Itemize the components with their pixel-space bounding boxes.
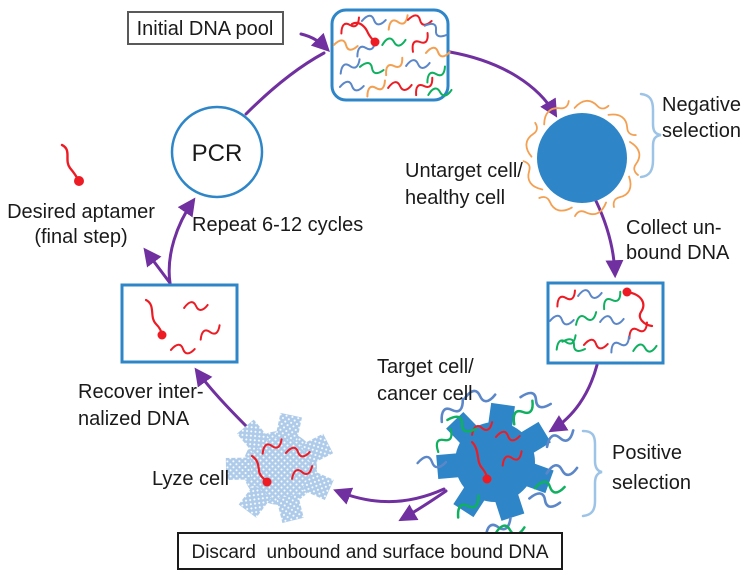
- arrow-recover-box-to-desired-aptamer: [143, 247, 172, 285]
- negative-selection-bracket: [639, 92, 662, 179]
- negative-selection-label-line2: selection: [662, 120, 741, 142]
- arrow-pcr-to-dna-pool: [244, 51, 326, 116]
- arrow-initial-pool-to-dna-pool: [299, 32, 330, 52]
- lyze-cell-label: Lyze cell: [152, 468, 229, 490]
- desired-aptamer-label-line1: Desired aptamer: [7, 201, 155, 223]
- repeat-cycles-label: Repeat 6-12 cycles: [192, 214, 363, 236]
- arrow-unbound-box-to-target-cell: [548, 363, 599, 433]
- recovered-dna-box: [120, 283, 239, 364]
- untarget-cell-label: Untarget cell/ healthy cell: [405, 160, 523, 209]
- cycle-arrows: [143, 32, 624, 522]
- unbound-dna-box: [546, 281, 665, 365]
- arrow-recover-box-to-pcr: [167, 197, 196, 285]
- target-cell-label: Target cell/ cancer cell: [377, 356, 474, 405]
- healthy-cell-node: [521, 97, 641, 219]
- recover-internalized-label: Recover inter- nalized DNA: [78, 381, 204, 430]
- positive-selection-annotation: Positive selection: [581, 429, 691, 518]
- target-cell-node: [416, 385, 579, 540]
- untarget-cell-label-line1: Untarget cell/: [405, 160, 523, 182]
- arrow-healthy-cell-to-unbound-box: [594, 199, 624, 279]
- initial-dna-pool-box: Initial DNA pool: [127, 11, 284, 45]
- collect-unbound-label: Collect un- bound DNA: [626, 217, 730, 264]
- arrow-target-cell-to-lyze-cell: [333, 487, 446, 505]
- aptamer-dot: [157, 330, 167, 340]
- internalized-dna: [469, 421, 525, 484]
- desired-aptamer: Desired aptamer (final step): [7, 143, 155, 248]
- target-cell-label-line1: Target cell/: [377, 356, 474, 378]
- negative-selection-label-line1: Negative: [662, 94, 741, 116]
- aptamer-dot: [74, 176, 84, 186]
- untarget-cell-label-line2: healthy cell: [405, 187, 505, 209]
- pcr-label: PCR: [192, 140, 243, 167]
- aptamer-dot: [370, 37, 380, 47]
- arrow-dna-pool-to-healthy-cell: [448, 50, 558, 118]
- negative-selection-annotation: Negative selection: [639, 92, 741, 179]
- positive-selection-label-line2: selection: [612, 472, 691, 494]
- recover-internalized-label-line1: Recover inter-: [78, 381, 204, 403]
- aptamer-dot: [482, 474, 492, 484]
- recover-internalized-label-line2: nalized DNA: [78, 408, 190, 430]
- collect-unbound-label-line1: Collect un-: [626, 217, 722, 239]
- aptamer-in-unbound-box: [622, 287, 654, 328]
- initial-dna-pool-label: Initial DNA pool: [137, 18, 274, 40]
- dna-pool-node: [330, 8, 453, 102]
- discard-box-label: Discard unbound and surface bound DNA: [191, 542, 548, 563]
- released-dna: [250, 438, 315, 487]
- discard-box: Discard unbound and surface bound DNA: [177, 532, 563, 570]
- aptamer-in-pool: [350, 21, 380, 47]
- recovered-dna-strands: [144, 298, 223, 359]
- collect-unbound-label-line2: bound DNA: [626, 242, 730, 264]
- lyzed-cell-node: [225, 412, 334, 524]
- positive-selection-label-line1: Positive: [612, 442, 682, 464]
- desired-aptamer-label-line2: (final step): [34, 226, 127, 248]
- arrow-target-cell-to-discard-box: [398, 489, 448, 522]
- target-cell-label-line2: cancer cell: [377, 383, 473, 405]
- positive-selection-bracket: [581, 429, 603, 518]
- aptamer-dot: [262, 477, 272, 487]
- desired-aptamer-icon: [60, 143, 84, 186]
- pcr-node: PCR: [170, 105, 264, 199]
